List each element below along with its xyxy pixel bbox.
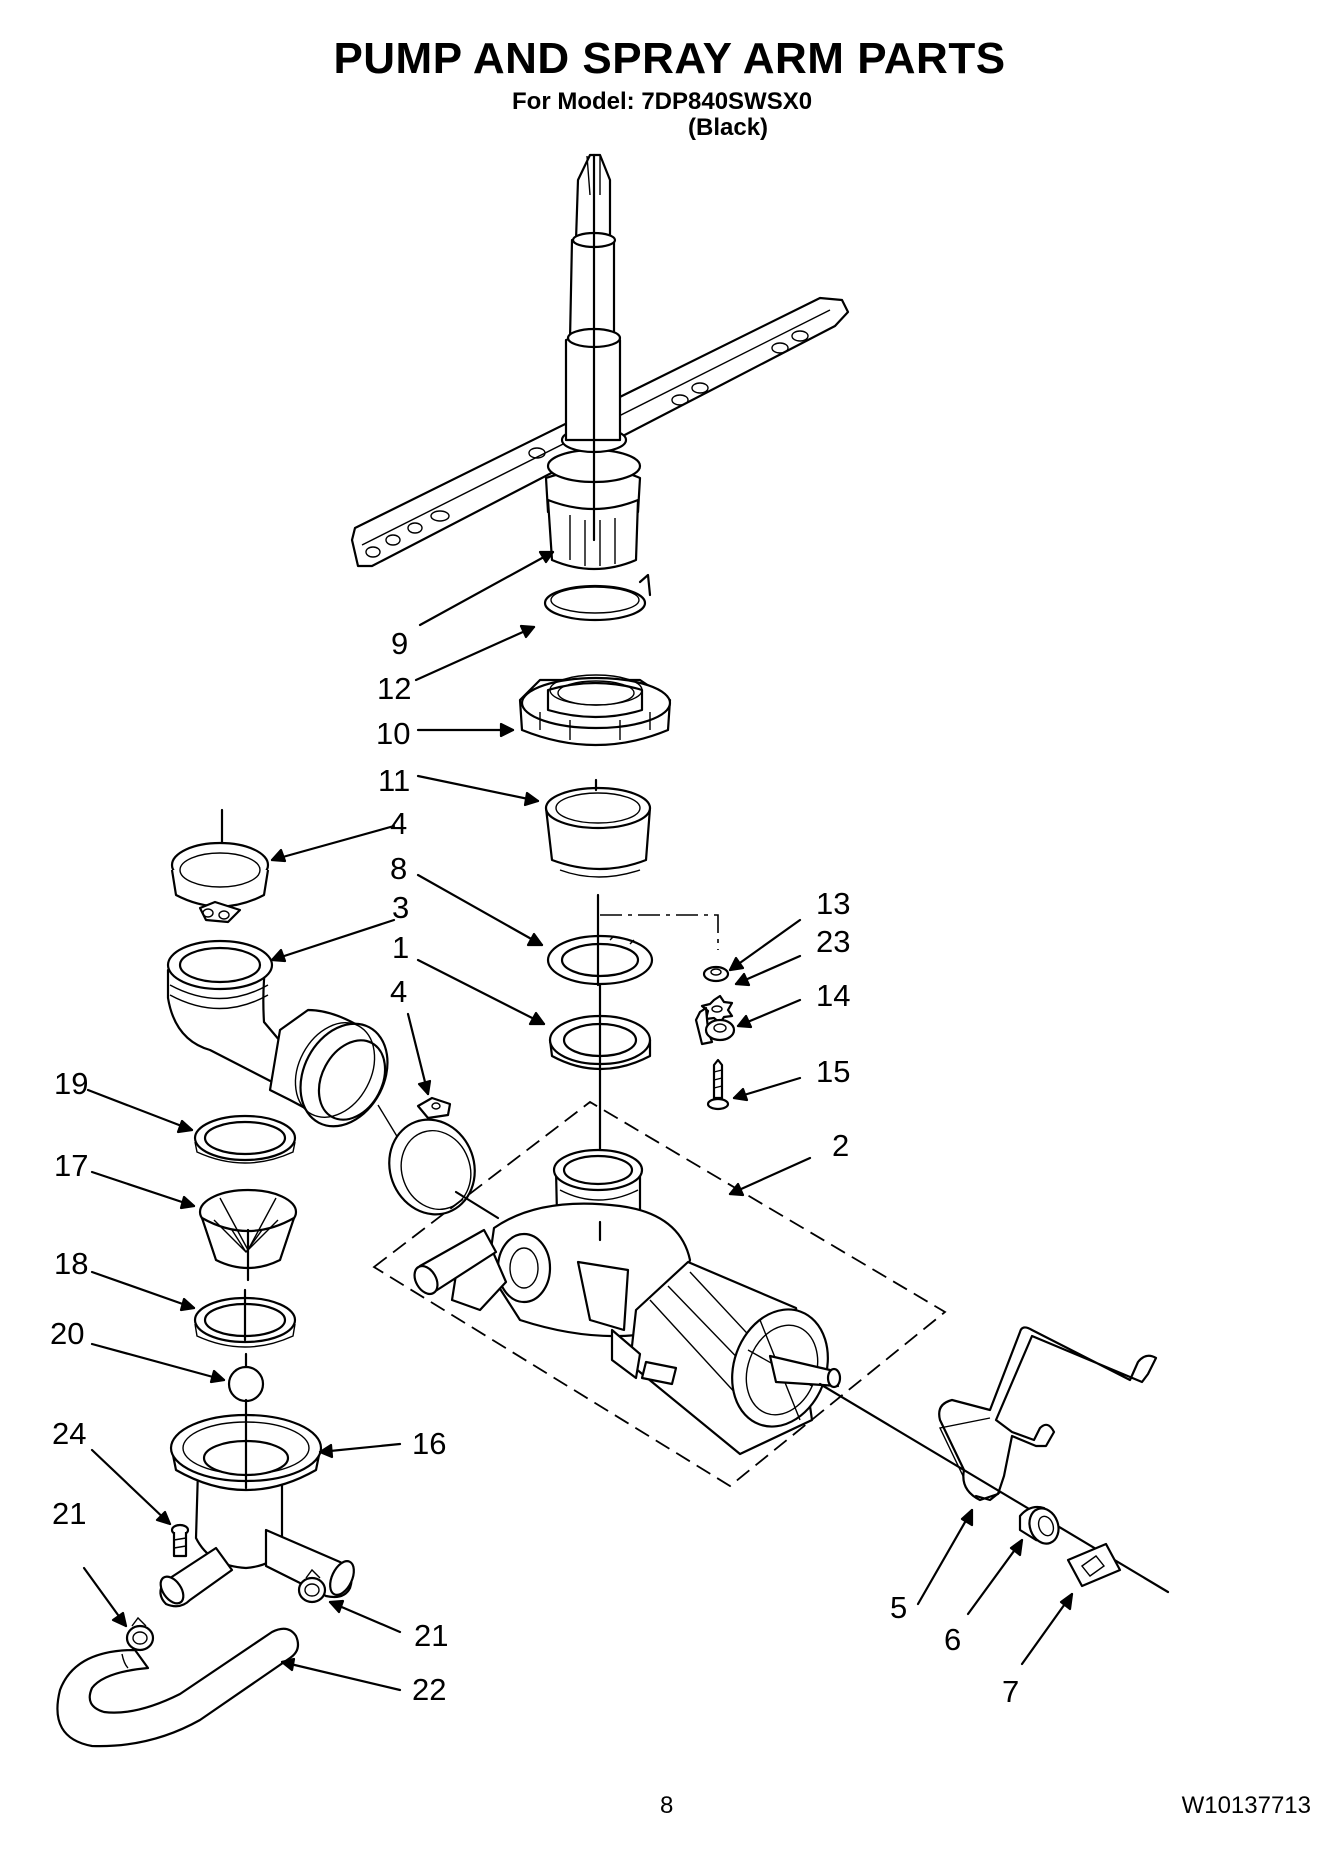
page-number: 8 — [660, 1792, 674, 1819]
callout-22: 22 — [412, 1672, 447, 1707]
callout-21-right: 21 — [414, 1618, 449, 1653]
document-number: W10137713 — [1181, 1792, 1311, 1819]
callout-12: 12 — [377, 671, 412, 706]
callout-7: 7 — [1002, 1674, 1020, 1709]
housing-16-part — [159, 1398, 355, 1608]
clip-14-part — [694, 1006, 736, 1046]
callout-14: 14 — [816, 978, 851, 1013]
callout-2: 2 — [832, 1128, 850, 1163]
callout-18: 18 — [54, 1246, 89, 1281]
callout-8: 8 — [390, 851, 408, 886]
callout-5: 5 — [890, 1590, 908, 1625]
gasket-plate-7-part — [1066, 1542, 1122, 1588]
screw-15-part — [706, 1058, 730, 1111]
ring-18-part — [193, 1288, 297, 1348]
pump-motor-assembly-part — [372, 1100, 947, 1488]
filter-17-part — [198, 1188, 298, 1282]
spray-arm-part — [350, 153, 850, 571]
callout-4-lower: 4 — [390, 974, 408, 1009]
callout-3: 3 — [392, 890, 410, 925]
washer-13-part — [702, 965, 730, 983]
callout-17: 17 — [54, 1148, 89, 1183]
callout-21-left: 21 — [52, 1496, 87, 1531]
callout-4-upper: 4 — [390, 806, 408, 841]
hose-clamp-upper-part — [170, 808, 270, 924]
model-line: For Model: 7DP840SWSX0 — [512, 88, 813, 115]
callout-20: 20 — [50, 1316, 85, 1351]
drain-hose-22-part — [56, 1627, 300, 1748]
callout-19: 19 — [54, 1066, 89, 1101]
callout-23: 23 — [816, 924, 851, 959]
clamp-21-left-part — [125, 1616, 155, 1652]
hose-clamp-lower-part — [388, 1096, 500, 1220]
wire-harness-5-part — [938, 1326, 1158, 1502]
nut-part — [518, 674, 672, 747]
seal-ring-part — [543, 573, 652, 622]
sleeve-part — [544, 778, 652, 878]
grommet-6-part — [1018, 1505, 1060, 1545]
callout-15: 15 — [816, 1054, 851, 1089]
screw-24-part — [170, 1523, 190, 1558]
callout-9: 9 — [391, 626, 409, 661]
leader-lines — [82, 550, 1074, 1692]
callout-11: 11 — [378, 763, 411, 798]
callout-6: 6 — [944, 1622, 962, 1657]
color-variant: (Black) — [688, 114, 769, 141]
page-title: PUMP AND SPRAY ARM PARTS — [333, 34, 1006, 83]
clamp-21-right-part — [297, 1568, 327, 1604]
callout-13: 13 — [816, 886, 851, 921]
callout-1: 1 — [392, 930, 410, 965]
ball-20-part — [227, 1352, 265, 1403]
gasket-part — [546, 934, 654, 986]
callout-24: 24 — [52, 1416, 87, 1451]
callout-10: 10 — [376, 716, 411, 751]
callout-16: 16 — [412, 1426, 447, 1461]
drain-elbow-part — [166, 939, 399, 1139]
ring-19-part — [193, 1114, 297, 1164]
